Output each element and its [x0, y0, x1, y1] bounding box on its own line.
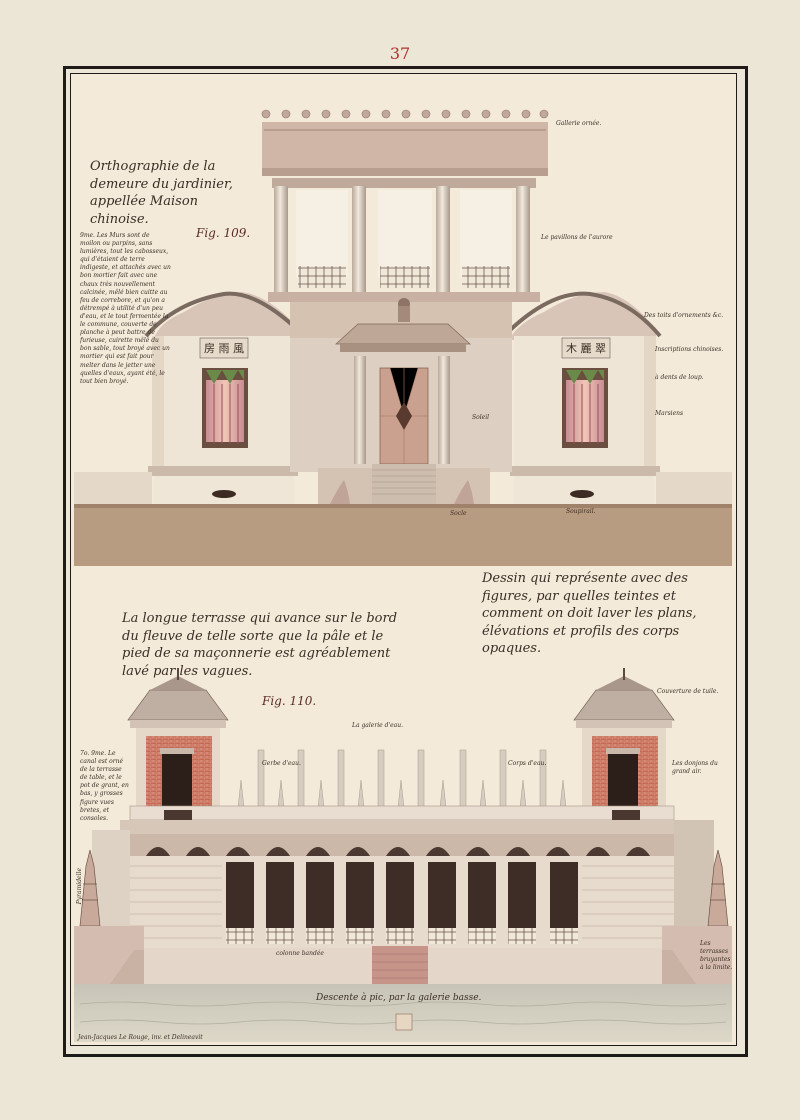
fig110-annotation-donjons: Les donjons du grand air. — [672, 760, 718, 776]
fig110-annotation-terrasses: Les terrasses bruyantes à la limite. — [700, 940, 733, 972]
fig109-annotation-marsiens: Marsiens — [655, 410, 684, 417]
fig109-annotation-inscriptions: Inscriptions chinoises. — [655, 346, 724, 353]
svg-text:木 麗 翠: 木 麗 翠 — [566, 342, 606, 355]
fig109-annotation-pavillons: Le pavillons de l'aurore — [541, 234, 613, 241]
fig109-title: Orthographie de la demeure du jardinier,… — [90, 159, 233, 227]
fig109-annotation-toits: Des toits d'ornements &c. — [644, 312, 724, 319]
fig110-title: La longue terrasse qui avance sur le bor… — [122, 611, 398, 679]
svg-text:房 雨 風: 房 雨 風 — [204, 342, 244, 355]
signature: Jean-Jacques Le Rouge, inv. et Delineavi… — [78, 1034, 203, 1041]
fig110-annotation-couverture: Couverture de tuile. — [657, 688, 719, 695]
fig110-annotation-colonne: colonne bandée — [276, 950, 324, 957]
fig109-annotation-soleil: Soleil — [472, 414, 490, 421]
page-number: 37 — [389, 44, 411, 63]
fig110-annotation-galerie: La galerie d'eau. — [352, 722, 403, 729]
fig109-annotation-dents: à dents de loup. — [655, 374, 704, 381]
fig110-drawing — [74, 668, 732, 1042]
fig110-label: Fig. 110. — [262, 694, 317, 708]
fig109-label: Fig. 109. — [196, 226, 251, 240]
fig110-drawing-note: Dessin qui représente avec des figures, … — [482, 571, 697, 657]
fig109-annotation-gallerie: Gallerie ornée. — [556, 120, 602, 127]
fig109-drawing: 房 雨 風 木 麗 翠 — [74, 109, 732, 566]
fig110-side-note: 7o. 9me. Le canal est orné de la terrass… — [80, 750, 129, 822]
fig110-annotation-gerbe: Gerbe d'eau. — [262, 760, 301, 767]
fig110-annotation-descente: Descente à pic, par la galerie basse. — [316, 993, 482, 1003]
fig109-side-note: 9me. Les Murs sont de moilon ou parpins,… — [80, 232, 171, 385]
outer-frame — [63, 66, 748, 1057]
fig109-annotation-socle: Socle — [450, 510, 467, 517]
fig110-annotation-corps: Corps d'eau. — [508, 760, 547, 767]
fig109-annotation-soupirail: Soupirail. — [566, 508, 596, 515]
fig110-annotation-pierrette: Pyramidelle — [76, 868, 83, 905]
